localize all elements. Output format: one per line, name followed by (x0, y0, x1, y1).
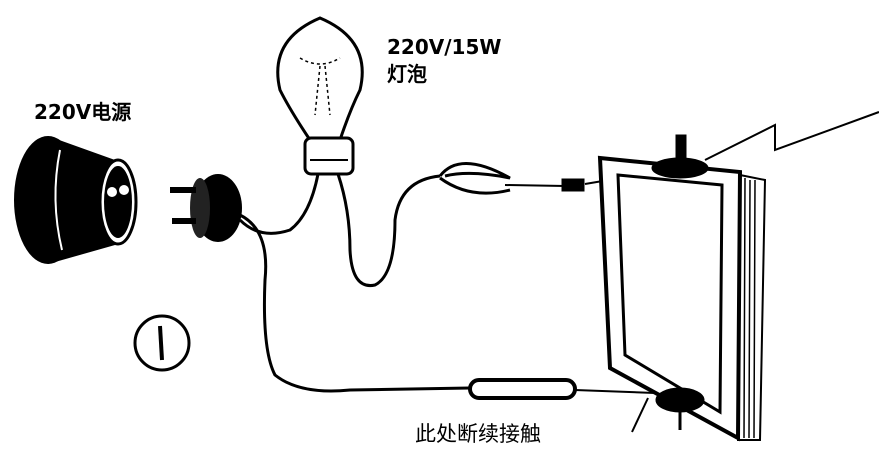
plug (170, 174, 242, 242)
transformer-core (597, 134, 767, 442)
light-bulb (276, 16, 364, 176)
contact-note-label: 此处断续接触 (415, 422, 541, 446)
figure-number-label: ① (148, 320, 178, 361)
figure-number-circle (133, 314, 191, 372)
note-pointer (631, 397, 649, 433)
bulb-rating-label: 220V/15W (387, 35, 502, 59)
bulb-name-label: 灯泡 (387, 62, 427, 86)
test-probe (468, 378, 656, 400)
power-source-label: 220V电源 (34, 100, 132, 124)
alligator-clip (438, 162, 585, 195)
power-socket (14, 136, 138, 264)
